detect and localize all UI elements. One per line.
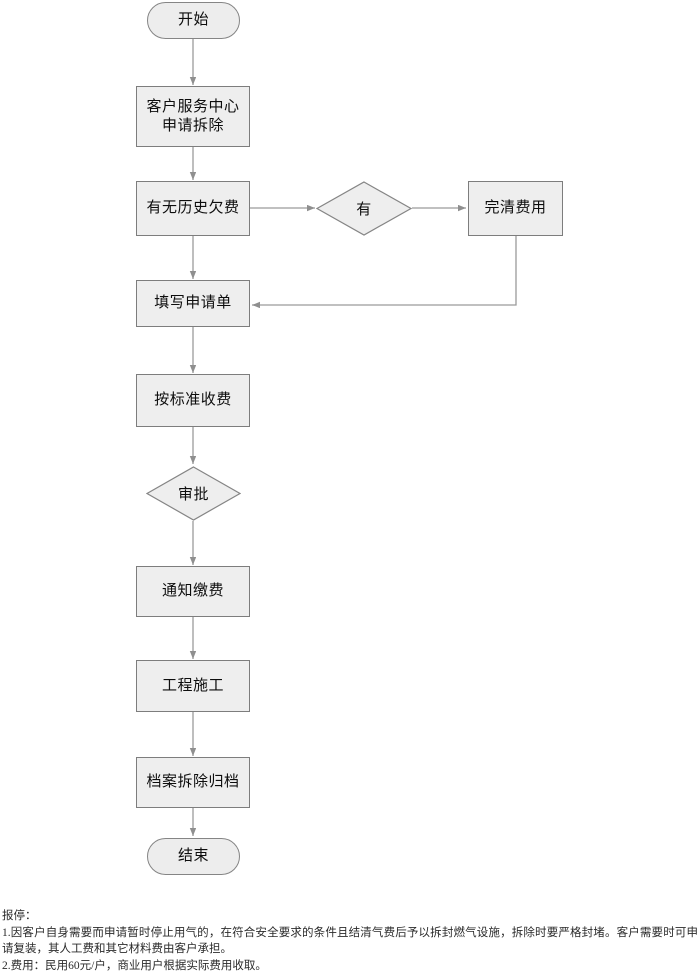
flowchart-canvas: 开始 客户服务中心 申请拆除 有无历史欠费 有 完清费用 填写申请单 按标准收费… — [136, 2, 563, 875]
diamond-shape — [146, 466, 241, 521]
node-end[interactable]: 结束 — [147, 838, 240, 875]
node-end-label: 结束 — [177, 848, 209, 865]
edge-settlefee-to-fillform — [252, 236, 517, 309]
node-start-label: 开始 — [177, 12, 209, 29]
node-settle-fee[interactable]: 完清费用 — [468, 181, 563, 236]
diamond-shape — [316, 181, 412, 236]
node-has-debt-label: 有 — [356, 202, 372, 218]
node-fill-form[interactable]: 填写申请单 — [136, 280, 250, 327]
connector-layer — [189, 38, 517, 836]
node-has-debt[interactable]: 有 — [316, 181, 412, 236]
node-archive[interactable]: 档案拆除归档 — [136, 757, 250, 808]
footnotes-title: 报停： — [2, 910, 37, 922]
node-charge-standard-label: 按标准收费 — [154, 392, 232, 409]
footnote-line-1: 1.因客户自身需要而申请暂时停止用气的，在符合安全要求的条件且结清气费后予以拆封… — [2, 926, 698, 956]
node-settle-fee-label: 完清费用 — [484, 200, 547, 217]
node-fill-form-label: 填写申请单 — [154, 295, 232, 312]
node-notify-payment[interactable]: 通知缴费 — [136, 566, 250, 617]
node-notify-payment-label: 通知缴费 — [161, 583, 224, 600]
footnote-line-2: 2.费用：民用60元/户，商业用户根据实际费用收取。 — [2, 960, 267, 973]
node-construction[interactable]: 工程施工 — [136, 660, 250, 712]
node-charge-standard[interactable]: 按标准收费 — [136, 374, 250, 427]
node-approval[interactable]: 审批 — [146, 466, 241, 521]
node-apply[interactable]: 客户服务中心 申请拆除 — [136, 86, 250, 147]
node-check-debt-label: 有无历史欠费 — [146, 200, 240, 217]
node-construction-label: 工程施工 — [161, 677, 224, 694]
node-approval-label: 审批 — [177, 487, 209, 503]
node-check-debt[interactable]: 有无历史欠费 — [136, 181, 250, 236]
node-start[interactable]: 开始 — [147, 2, 240, 39]
node-archive-label: 档案拆除归档 — [146, 774, 240, 791]
node-apply-label: 客户服务中心 申请拆除 — [146, 98, 240, 134]
footnotes: 报停： 1.因客户自身需要而申请暂时停止用气的，在符合安全要求的条件且结清气费后… — [2, 908, 698, 975]
